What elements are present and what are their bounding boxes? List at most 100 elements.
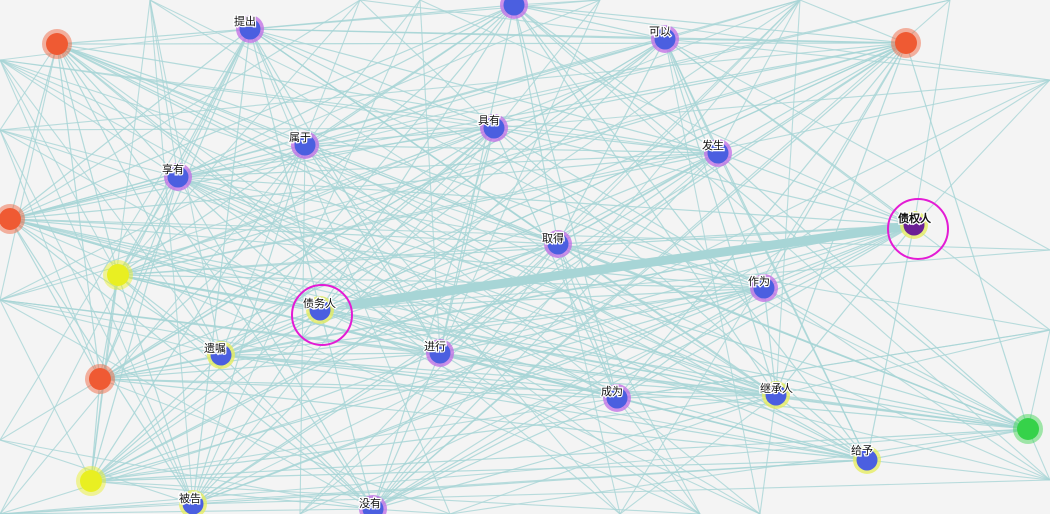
edge-line-321 [90,329,1050,482]
edge-line-129 [0,59,719,154]
edge-line-64 [493,127,719,154]
graph-node-yizhu[interactable]: 遗嘱 [203,340,235,369]
edge-line-124 [56,43,719,154]
node-label: 成为 [601,385,623,398]
graph-node-zhaiquanren[interactable]: 债权人 [887,198,949,260]
graph-node-zuowei[interactable]: 作为 [747,274,778,302]
edge-line-271 [56,43,374,510]
edge-line-68 [439,127,495,354]
node-label: 被告 [179,492,201,505]
node-core [429,342,451,364]
graph-node-o1[interactable] [42,29,72,59]
edge-line-278 [372,79,1050,510]
graph-node-top_mid[interactable] [500,0,528,19]
graph-node-xiangyou[interactable]: 享有 [161,161,192,191]
graph-node-jinxing[interactable]: 进行 [423,339,454,367]
edge-line-69 [220,127,495,356]
edge-line-307 [9,218,1050,481]
edge-line-244 [449,394,777,514]
edge-line-302 [9,218,1029,430]
edge-line-224 [372,397,618,510]
graph-node-fasheng[interactable]: 发生 [701,137,732,167]
edge-line-190 [319,249,1050,311]
edge-line-227 [99,378,618,399]
edge-line-298 [0,42,907,301]
strong-link-edge[interactable] [345,220,919,310]
edge-line-85 [192,144,306,505]
edge-line-295 [117,42,907,276]
edge-line-188 [90,309,321,482]
edge-line-270 [0,503,194,514]
edge-line-300 [799,0,907,44]
graph-node-g1[interactable] [1013,414,1043,444]
graph-node-o3[interactable] [0,204,25,234]
edge-line-126 [117,152,719,276]
edge-line-323 [90,0,801,482]
graph-node-qude[interactable]: 取得 [541,230,572,258]
edge-line-128 [717,152,1029,430]
graph-node-shuyu[interactable]: 属于 [288,130,319,159]
edge-line-304 [9,0,361,220]
edge-line-240 [0,59,777,396]
edge-line-218 [0,59,222,356]
edge-line-312 [99,378,451,514]
edge-line-293 [9,42,907,220]
edge-line-73 [99,127,495,380]
edge-line-88 [90,144,306,482]
edge-line-206 [439,352,701,514]
graph-node-jichengren[interactable]: 继承人 [759,381,794,409]
edge-line-20 [249,28,451,514]
graph-node-o2[interactable] [891,28,921,58]
edge-line-31 [513,4,618,399]
graph-node-zhaiwuren[interactable]: 债务人 [291,284,353,346]
edge-line-127 [90,152,719,482]
node-core [210,344,232,366]
edge-line-131 [717,0,801,154]
node-core [239,18,261,40]
edge-line-198 [99,352,441,380]
node-core [903,214,925,236]
edge-line-52 [664,38,907,44]
edge-line-60 [359,0,666,40]
edge-line-112 [0,59,179,178]
edge-line-110 [90,176,179,482]
edge-line-94 [304,0,421,146]
edge-line-119 [717,152,915,226]
edge-line-74 [117,127,495,276]
edge-line-177 [90,287,765,482]
graph-node-chengwei[interactable]: 成为 [600,384,631,412]
graph-node-beigao[interactable]: 被告 [178,490,207,514]
node-core [765,384,787,406]
edge-line-283 [56,42,907,45]
edge-line-210 [220,354,374,510]
edge-line-57 [664,38,1050,251]
edge-line-296 [905,42,1029,430]
edge-line-315 [0,59,119,276]
edge-line-250 [56,43,868,461]
graph-node-o4[interactable] [85,364,115,394]
edge-line-192 [220,352,441,356]
edge-line-153 [616,224,915,399]
graph-node-y1[interactable] [103,260,133,290]
edge-line-93 [304,144,761,514]
node-label: 具有 [478,113,500,127]
edge-line-163 [913,0,951,226]
edge-line-319 [90,428,1029,482]
edge-line-233 [56,43,777,396]
edge-line-125 [9,152,719,220]
graph-node-tichu[interactable]: 提出 [233,13,264,43]
graph-node-keyi[interactable]: 可以 [648,24,679,53]
node-core [309,299,331,321]
edge-line-183 [319,309,374,510]
edge-line-235 [9,218,777,396]
graph-node-juyou[interactable]: 具有 [477,112,508,142]
graph-node-geiyu[interactable]: 给予 [850,443,881,474]
edge-line-135 [439,243,559,354]
graph-node-meiyou[interactable]: 没有 [358,495,387,514]
node-core [753,277,775,299]
edge-line-234 [775,42,907,396]
edge-line-219 [0,299,222,356]
graph-node-y2[interactable] [76,466,106,496]
